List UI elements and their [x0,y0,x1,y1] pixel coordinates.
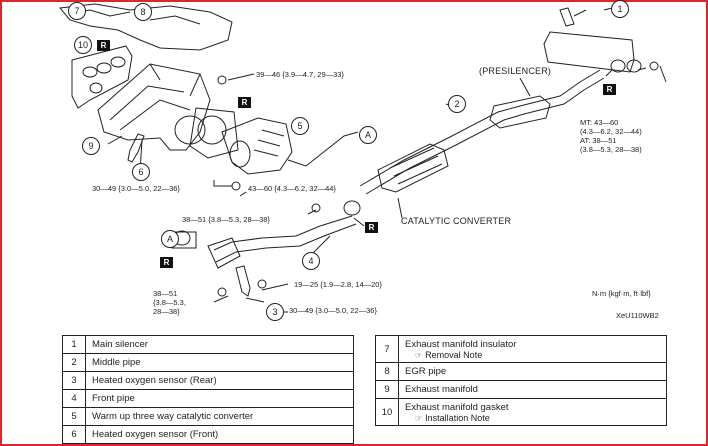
part-name: Heated oxygen sensor (Front) [85,425,354,444]
manifold-insulator [189,107,239,159]
presilencer [489,95,551,129]
torque-43-60-label: 43—60 {4.3—6.2, 32—44} [248,184,336,193]
note-reference-icon: ☞ [415,413,423,423]
note-text: Installation Note [425,412,490,423]
catalytic-converter [377,143,449,193]
callout-3: 3 [266,303,284,321]
callout-5: 5 [291,117,309,135]
callout-2: 2 [448,95,466,113]
figure-code-label: XeU110WB2 [616,311,659,320]
torque-30-49-upper-label: 30—49 {3.0—5.0, 22—36} [92,184,180,193]
torque-30-49-lower-label: 30—49 {3.0—5.0, 22—36} [289,306,377,315]
removal-note: ☞Removal Note [405,350,666,360]
part-name: Exhaust manifold gasket [405,401,509,413]
callout-7: 7 [68,2,86,20]
part-number: 8 [375,362,399,381]
parts-table-right: 7 Exhaust manifold insulator ☞Removal No… [375,335,667,426]
part-number: 1 [62,335,86,354]
main-silencer [543,31,635,73]
part-name: Heated oxygen sensor (Rear) [85,371,354,390]
part-name: Middle pipe [85,353,354,372]
callout-8: 8 [134,3,152,21]
front-pipe [213,215,353,251]
presilencer-label: (PRESILENCER) [479,66,552,76]
r-mark-gasket: R [97,40,110,51]
exhaust-system-diagram [59,3,667,313]
part-number: 5 [62,407,86,426]
part-name: Exhaust manifold insulator [405,338,517,350]
oxygen-sensor-rear [235,265,251,297]
r-mark-silencer: R [603,84,616,95]
torque-38-51-left-label: 38—51 {3.8—5.3, 28—38} [153,289,186,316]
part-name-cell: Exhaust manifold insulator ☞Removal Note [398,335,667,363]
r-mark-insulator: R [238,97,251,108]
exhaust-manifold-gasket [71,45,133,109]
torque-mt-at-label: MT: 43—60 (4.3—6.2, 32—44) AT: 38—51 (3.… [580,118,642,154]
warm-up-catalytic-converter [221,117,293,175]
table-row: 10 Exhaust manifold gasket ☞Installation… [375,398,667,426]
part-name: EGR pipe [398,362,667,381]
note-text: Removal Note [425,349,483,360]
part-name: Front pipe [85,389,354,408]
part-name: Main silencer [85,335,354,354]
torque-39-46-label: 39—46 {3.9—4.7, 29—33} [256,70,344,79]
torque-19-25-label: 19—25 {1.9—2.8, 14—20} [294,280,382,289]
units-label: N·m {kgf·m, ft·lbf} [592,289,651,298]
note-reference-icon: ☞ [415,350,423,360]
callout-10: 10 [74,36,92,54]
r-mark-front-pipe: R [160,257,173,268]
callout-6: 6 [132,163,150,181]
torque-38-51-mid-label: 38—51 {3.8—5.3, 28—38} [182,215,270,224]
part-number: 9 [375,380,399,399]
oxygen-sensor-front [127,133,145,163]
part-name-cell: Exhaust manifold gasket ☞Installation No… [398,398,667,426]
part-name: Exhaust manifold [398,380,667,399]
part-number: 2 [62,353,86,372]
callout-a-left: A [161,230,179,248]
callout-9: 9 [82,137,100,155]
middle-pipe [359,69,601,187]
installation-note: ☞Installation Note [405,413,666,423]
part-number: 4 [62,389,86,408]
part-number: 7 [375,335,399,363]
part-name: Warm up three way catalytic converter [85,407,354,426]
exhaust-manifold [97,63,211,151]
callout-1: 1 [611,0,629,18]
callout-a-top: A [359,126,377,144]
callout-4: 4 [302,252,320,270]
table-row: 7 Exhaust manifold insulator ☞Removal No… [375,335,667,363]
r-mark-converter: R [365,222,378,233]
catalytic-converter-label: CATALYTIC CONVERTER [401,216,512,226]
part-number: 3 [62,371,86,390]
part-number: 10 [375,398,399,426]
part-number: 6 [62,425,86,444]
